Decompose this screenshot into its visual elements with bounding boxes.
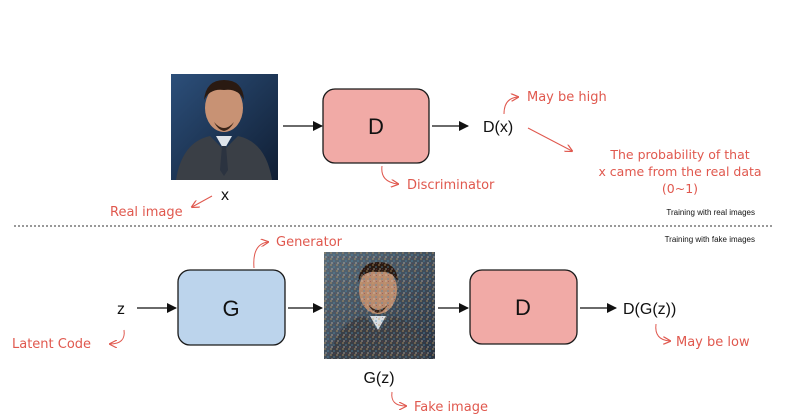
may-be-high-pointer	[503, 97, 518, 115]
discriminator-box-top	[322, 88, 430, 164]
fake-image-annotation: Fake image	[414, 400, 488, 415]
input-x-label: x	[221, 187, 229, 204]
section-caption-fake: Training with fake images	[665, 235, 755, 244]
discriminator-pointer	[381, 165, 398, 184]
output-dgz-label: D(G(z))	[623, 301, 676, 318]
may-be-high-annotation: May be high	[527, 90, 607, 105]
output-dx-label: D(x)	[483, 119, 513, 136]
may-be-low-pointer	[655, 323, 670, 341]
latent-code-pointer	[110, 329, 125, 344]
generator-box	[177, 269, 286, 346]
discriminator-label-top: D	[368, 114, 384, 139]
generator-pointer	[253, 242, 268, 269]
probability-pointer	[527, 127, 572, 151]
discriminator-label-bottom: D	[515, 295, 531, 320]
noisy-portrait-image	[324, 252, 435, 359]
fake-gz-label: G(z)	[363, 370, 394, 387]
probability-line-3: (0~1)	[662, 181, 698, 196]
discriminator-box-bottom	[469, 269, 578, 345]
probability-line-1: The probability of that	[609, 147, 749, 162]
generator-label: G	[222, 296, 239, 321]
discriminator-annotation: Discriminator	[407, 178, 495, 193]
latent-code-annotation: Latent Code	[12, 337, 91, 352]
real-image-pointer	[192, 195, 213, 207]
generator-annotation: Generator	[276, 235, 343, 250]
real-image-annotation: Real image	[110, 205, 183, 220]
section-caption-real: Training with real images	[666, 208, 755, 217]
real-portrait-image	[171, 74, 278, 180]
latent-z-label: z	[117, 301, 125, 318]
may-be-low-annotation: May be low	[676, 335, 750, 350]
fake-image-pointer	[391, 391, 406, 406]
probability-line-2: x came from the real data	[598, 164, 761, 179]
